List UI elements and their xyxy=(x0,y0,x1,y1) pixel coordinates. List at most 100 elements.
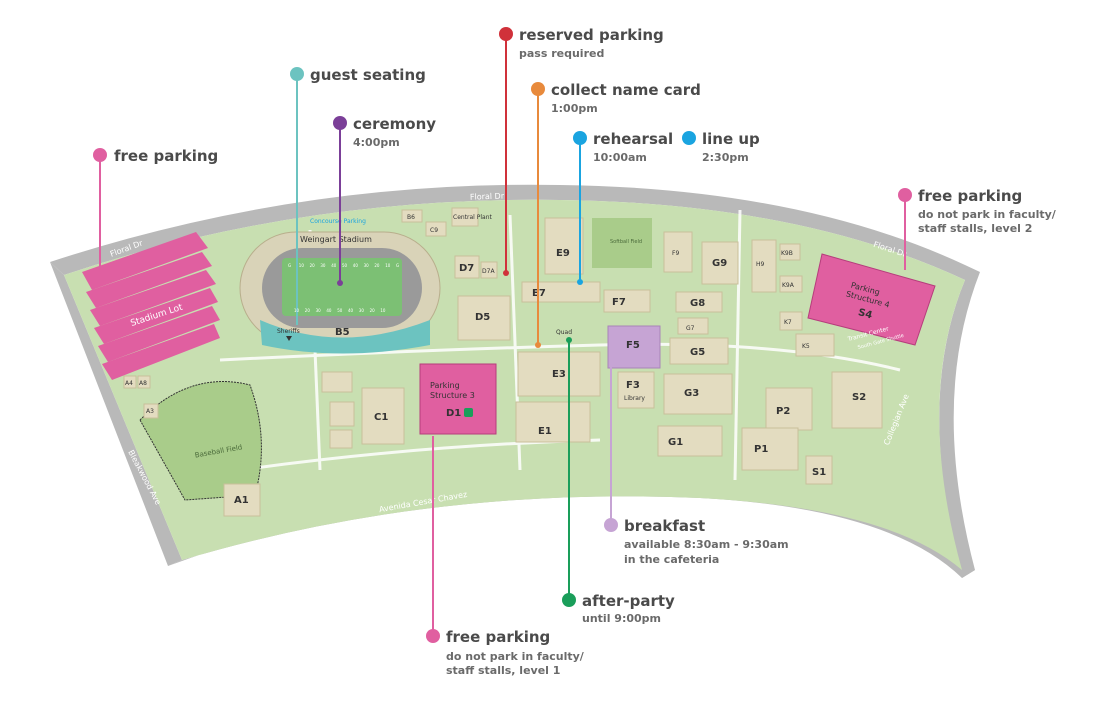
yard-number-top: 20 xyxy=(310,263,316,268)
guest-seating-dot xyxy=(290,67,304,81)
softball-field-label: Softball Field xyxy=(610,239,642,245)
ps3-line1: Parking xyxy=(430,381,460,390)
yard-number-bottom: 20 xyxy=(370,308,376,313)
after-party-dot xyxy=(562,593,576,607)
stadium-lot: Stadium Lot xyxy=(82,232,220,380)
building-g9-label: G9 xyxy=(712,258,727,269)
free-parking-right-dot xyxy=(898,188,912,202)
reserved-parking-title: reserved parking xyxy=(519,26,664,44)
building-c9-label: C9 xyxy=(430,227,438,234)
building-g1 xyxy=(657,425,723,457)
building-a3 xyxy=(143,403,159,419)
building-a8-label: A8 xyxy=(139,380,147,387)
building-d1-label: D1 xyxy=(446,408,461,419)
building-k7 xyxy=(779,311,803,331)
endpoint-after-party xyxy=(566,337,572,343)
building-g7 xyxy=(677,317,709,335)
building-e3 xyxy=(517,351,601,397)
building-g3 xyxy=(663,373,733,415)
yard-number-top: 30 xyxy=(320,263,326,268)
building-misc-3 xyxy=(329,429,353,449)
yard-number-bottom: 50 xyxy=(337,308,343,313)
line-up-title: line up xyxy=(702,130,760,148)
building-g9 xyxy=(701,241,739,285)
ceremony-title: ceremony xyxy=(353,115,436,133)
quad-label: Quad xyxy=(556,329,572,336)
building-g1-label: G1 xyxy=(668,437,683,448)
callout-line-up: line up 2:30pm xyxy=(682,130,760,164)
callout-ceremony: ceremony 4:00pm xyxy=(333,115,436,149)
building-misc-1 xyxy=(321,371,353,393)
building-a3-label: A3 xyxy=(146,408,154,415)
callout-lines xyxy=(99,35,906,636)
rehearsal-dot xyxy=(573,131,587,145)
callout-free-parking-bottom: free parking do not park in faculty/ sta… xyxy=(426,628,585,677)
collect-name-card-dot xyxy=(531,82,545,96)
sheriffs-label: Sheriffs xyxy=(277,328,300,335)
free-parking-bottom-dot xyxy=(426,629,440,643)
free-parking-bottom-sub1: do not park in faculty/ xyxy=(446,650,585,663)
yard-number-bottom: 30 xyxy=(359,308,365,313)
line-up-time: 2:30pm xyxy=(702,151,749,164)
building-central-plant xyxy=(451,207,479,227)
building-p2-label: P2 xyxy=(776,406,790,417)
yard-number-top: 40 xyxy=(331,263,337,268)
yard-number-top: 10 xyxy=(299,263,305,268)
building-s1 xyxy=(805,455,833,485)
softball-field xyxy=(592,218,652,268)
reserved-parking-sub: pass required xyxy=(519,47,604,60)
central-plant-label: Central Plant xyxy=(453,214,493,221)
building-k7-label: K7 xyxy=(784,319,792,326)
building-e9 xyxy=(544,217,584,275)
building-e1 xyxy=(515,401,591,443)
building-b6-label: B6 xyxy=(407,214,415,221)
building-d5-label: D5 xyxy=(475,312,490,323)
building-a1-label: A1 xyxy=(234,495,249,506)
line-up-dot xyxy=(682,131,696,145)
buildings: B6 C9 Central Plant D7 D7A D5 E9 E7 Soft… xyxy=(123,207,936,517)
rehearsal-title: rehearsal xyxy=(593,130,673,148)
parking-structure-4 xyxy=(807,253,936,346)
street-floral-top: Floral Dr xyxy=(470,191,505,201)
free-parking-right-sub1: do not park in faculty/ xyxy=(918,208,1057,221)
concourse-label: Concourse Parking xyxy=(310,218,366,225)
callout-guest-seating: guest seating xyxy=(290,66,426,84)
weingart-stadium: B5 Weingart Stadium Concourse Parking Sh… xyxy=(239,218,441,354)
building-g7-label: G7 xyxy=(686,325,695,332)
breakfast-sub2: in the cafeteria xyxy=(624,553,719,566)
building-h9-label: H9 xyxy=(756,261,765,268)
endpoint-reserved xyxy=(503,270,509,276)
building-s4-label: S4 xyxy=(857,307,874,321)
building-c1-label: C1 xyxy=(374,412,388,423)
building-d5 xyxy=(457,295,511,341)
free-parking-left-dot xyxy=(93,148,107,162)
reserved-parking-dot xyxy=(499,27,513,41)
building-g5-label: G5 xyxy=(690,347,705,358)
building-a4-label: A4 xyxy=(125,380,133,387)
building-g3-label: G3 xyxy=(684,388,699,399)
building-f9-label: F9 xyxy=(672,250,679,257)
building-f3 xyxy=(617,371,655,409)
building-g5 xyxy=(669,337,729,365)
building-d7-label: D7 xyxy=(459,263,474,274)
free-parking-bottom-title: free parking xyxy=(446,628,550,646)
road-collegian xyxy=(939,265,980,578)
building-k9a-label: K9A xyxy=(782,282,795,289)
after-party-title: after-party xyxy=(582,592,675,610)
callout-breakfast: breakfast available 8:30am - 9:30am in t… xyxy=(604,517,789,566)
yard-number-top: 40 xyxy=(353,263,359,268)
building-e3-label: E3 xyxy=(552,369,566,380)
yard-number-bottom: 10 xyxy=(380,308,386,313)
building-a4 xyxy=(123,375,137,389)
breakfast-sub1: available 8:30am - 9:30am xyxy=(624,538,789,551)
ceremony-dot xyxy=(333,116,347,130)
callout-free-parking-left: free parking xyxy=(93,147,218,165)
building-p1 xyxy=(741,427,799,471)
building-d7a xyxy=(480,261,498,279)
building-s1-label: S1 xyxy=(812,467,826,478)
stadium-field xyxy=(282,258,402,316)
building-h9 xyxy=(751,239,777,293)
sheriffs-marker-icon xyxy=(286,336,292,341)
stadium-name-label: Weingart Stadium xyxy=(300,235,372,244)
